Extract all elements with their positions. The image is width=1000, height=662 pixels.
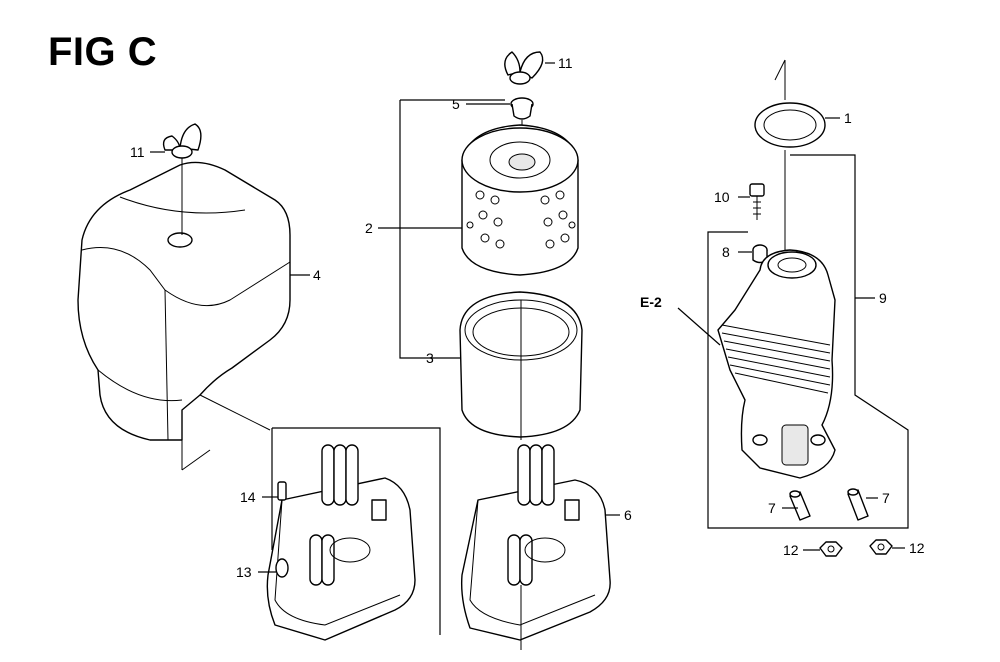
elbow-gasket: [754, 102, 826, 148]
callout-12-right: 12: [909, 540, 925, 556]
callout-3: 3: [426, 350, 434, 366]
air-cleaner-case: [460, 444, 611, 650]
foam-pre-filter: [459, 291, 583, 440]
callout-1: 1: [844, 110, 852, 126]
breather-tube-right: [847, 488, 869, 521]
grommet: [510, 97, 534, 120]
air-filter-element: [461, 124, 579, 276]
callout-11-left: 11: [130, 144, 145, 160]
inset-bracket: [272, 427, 441, 635]
callout-13: 13: [236, 564, 252, 580]
callout-7-left: 7: [768, 500, 776, 516]
wing-nut-left: [162, 123, 202, 235]
air-cleaner-elbow: [717, 249, 836, 479]
callout-12-left: 12: [783, 542, 799, 558]
air-cleaner-cover: [77, 161, 291, 471]
callout-14: 14: [240, 489, 256, 505]
elbow-bracket: [707, 154, 909, 529]
callout-2: 2: [365, 220, 373, 236]
flange-nut-left: [819, 541, 843, 557]
callout-4: 4: [313, 267, 321, 283]
callout-9: 9: [879, 290, 887, 306]
callout-8: 8: [722, 244, 730, 260]
flange-nut-right: [869, 539, 893, 555]
air-cleaner-case-left: [266, 444, 416, 641]
wing-nut-top: [504, 51, 544, 85]
assembly-bracket: [399, 100, 440, 359]
callout-11-top: 11: [558, 55, 573, 71]
callout-6: 6: [624, 507, 632, 523]
elbow-bolt: [749, 183, 765, 220]
callout-7-right: 7: [882, 490, 890, 506]
leader-lines: [150, 62, 905, 573]
callout-5: 5: [452, 96, 460, 112]
breather-tube-left: [789, 490, 811, 521]
reference-e2[interactable]: E-2: [640, 294, 662, 310]
elbow-collar: [752, 244, 768, 264]
figure-title: FIG C: [48, 30, 158, 74]
callout-10: 10: [714, 189, 730, 205]
